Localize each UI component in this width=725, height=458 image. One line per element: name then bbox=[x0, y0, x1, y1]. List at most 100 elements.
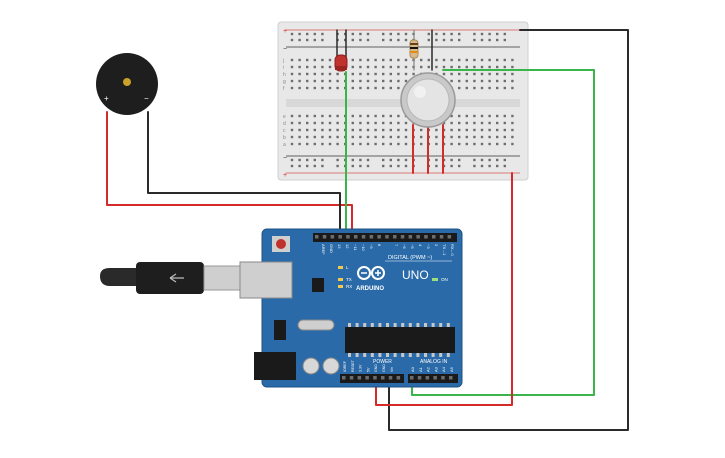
breadboard-hole bbox=[503, 142, 506, 146]
rail-hole bbox=[366, 32, 370, 36]
digital-pin-label: 2 bbox=[434, 244, 439, 247]
breadboard-hole bbox=[404, 142, 408, 146]
breadboard-hole bbox=[351, 72, 354, 76]
rail-hole bbox=[473, 164, 476, 168]
atmega-chip bbox=[345, 327, 455, 353]
breadboard-hole bbox=[488, 86, 491, 90]
header-pin bbox=[449, 376, 453, 380]
header-pin bbox=[365, 376, 369, 380]
arduino-brand: ARDUINO bbox=[356, 286, 384, 292]
header-pin bbox=[417, 376, 422, 380]
rail-hole bbox=[382, 164, 385, 168]
wire-buzzer-minus[interactable] bbox=[147, 111, 341, 239]
rail-hole bbox=[298, 38, 301, 42]
breadboard-hole bbox=[458, 135, 461, 139]
chip-pin bbox=[401, 353, 405, 357]
header-pin bbox=[433, 376, 437, 380]
breadboard-hole bbox=[298, 114, 301, 118]
rail-hole bbox=[298, 158, 301, 162]
row-letter: i bbox=[283, 65, 284, 71]
analog-label: ANALOG IN bbox=[420, 359, 448, 365]
wire-sensor-analog[interactable] bbox=[411, 69, 595, 396]
breadboard-hole bbox=[488, 142, 491, 146]
breadboard-hole bbox=[290, 142, 294, 146]
rail-hole bbox=[397, 38, 400, 42]
rail-minus-label: − bbox=[283, 46, 287, 53]
rail-hole bbox=[366, 38, 370, 42]
wire-buzzer-plus[interactable] bbox=[106, 111, 353, 239]
gas-sensor[interactable] bbox=[400, 72, 456, 128]
rail-hole bbox=[321, 158, 324, 162]
usb-cable[interactable] bbox=[100, 262, 241, 294]
breadboard-hole bbox=[389, 121, 392, 125]
row-letter: h bbox=[283, 72, 286, 78]
breadboard-hole bbox=[465, 79, 468, 83]
breadboard-hole bbox=[351, 79, 354, 83]
breadboard-hole bbox=[374, 72, 377, 76]
breadboard-hole bbox=[397, 65, 400, 69]
wire-ground-rail[interactable] bbox=[388, 29, 629, 431]
digital-pin-label: 4 bbox=[418, 244, 423, 247]
rail-hole bbox=[404, 38, 408, 42]
piezo-buzzer[interactable]: + − bbox=[96, 53, 158, 115]
rail-hole bbox=[306, 38, 309, 42]
breadboard-hole bbox=[313, 114, 316, 118]
breadboard-hole bbox=[306, 65, 309, 69]
row-letter: f bbox=[283, 86, 285, 92]
capacitor-2 bbox=[322, 357, 340, 375]
buzzer-hole bbox=[123, 78, 131, 86]
resistor[interactable] bbox=[409, 39, 419, 59]
digital-pin-label: AREF bbox=[321, 244, 326, 255]
breadboard-hole bbox=[488, 72, 491, 76]
wire-5v-rail[interactable] bbox=[375, 172, 513, 406]
voltage-regulator bbox=[274, 320, 286, 340]
breadboard-hole bbox=[511, 72, 514, 76]
breadboard-hole bbox=[374, 121, 377, 125]
breadboard-hole bbox=[442, 121, 446, 125]
breadboard-hole bbox=[298, 121, 301, 125]
rail-hole bbox=[321, 38, 324, 42]
header-pin bbox=[408, 235, 413, 239]
breadboard-hole bbox=[450, 65, 453, 69]
breadboard-hole bbox=[328, 79, 332, 83]
rail-hole bbox=[473, 32, 476, 36]
breadboard-hole bbox=[420, 128, 423, 132]
reset-button[interactable] bbox=[276, 239, 286, 249]
rail-hole bbox=[351, 158, 354, 162]
breadboard-hole bbox=[496, 114, 499, 118]
breadboard-hole bbox=[382, 121, 385, 125]
breadboard-hole bbox=[336, 128, 339, 132]
header-pin bbox=[393, 235, 397, 239]
rail-hole bbox=[404, 158, 408, 162]
row-letter: e bbox=[283, 114, 286, 120]
analog-pin-label: A3 bbox=[433, 366, 438, 372]
rail-hole bbox=[298, 164, 301, 168]
breadboard-hole bbox=[397, 142, 400, 146]
resistor-band-3 bbox=[410, 51, 418, 53]
breadboard-hole bbox=[450, 114, 453, 118]
breadboard-hole bbox=[366, 142, 370, 146]
digital-pin-label: 12 bbox=[345, 244, 350, 249]
rail-hole bbox=[351, 164, 354, 168]
digital-pin-label: ~6 bbox=[402, 244, 407, 249]
breadboard-hole bbox=[359, 121, 362, 125]
breadboard-hole bbox=[450, 72, 453, 76]
rail-plus-label: + bbox=[283, 28, 287, 35]
rail-hole bbox=[366, 164, 370, 168]
power-header bbox=[340, 374, 404, 383]
breadboard-hole bbox=[328, 86, 332, 90]
rail-hole bbox=[404, 164, 408, 168]
on-led bbox=[432, 278, 438, 281]
breadboard-hole bbox=[488, 121, 491, 125]
breadboard-hole bbox=[465, 121, 468, 125]
led[interactable] bbox=[334, 54, 348, 72]
power-label: POWER bbox=[373, 359, 392, 365]
breadboard-hole bbox=[458, 121, 461, 125]
breadboard-hole bbox=[321, 58, 324, 62]
rail-hole bbox=[382, 32, 385, 36]
rail-hole bbox=[427, 38, 430, 42]
breadboard-hole bbox=[473, 135, 476, 139]
breadboard-hole bbox=[511, 86, 514, 90]
